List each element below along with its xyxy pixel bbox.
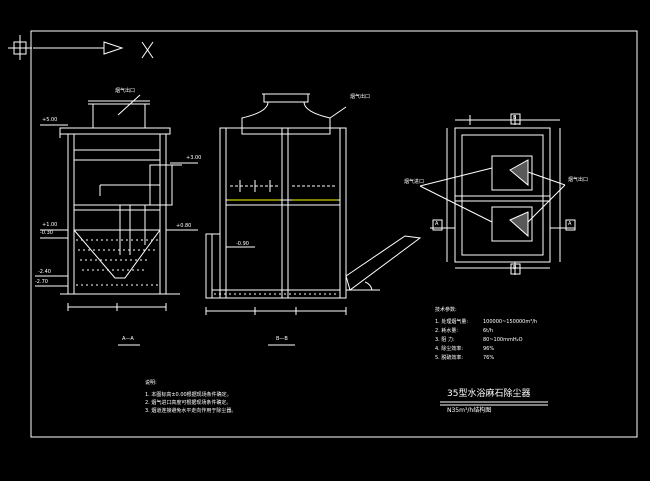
tech-param-label: 4. 除尘效率: [435, 346, 464, 352]
elevation-label: +0.80 [176, 223, 192, 229]
ucs-icon [8, 35, 154, 60]
tech-param-value: 96% [483, 346, 495, 352]
section-aa-title: A—A [122, 336, 134, 342]
elevation-label: -0.90 [236, 241, 249, 247]
drawing-border [30, 30, 638, 438]
drawing-subtitle: N35m³/h结构图 [447, 407, 492, 414]
hopper-fill [76, 239, 158, 286]
flue-outlet-label-aa: 烟气出口 [115, 88, 136, 94]
section-bb [205, 93, 422, 346]
flue-outlet-label-plan: 烟气出口 [568, 177, 589, 183]
note-item: 2. 烟气进口高度可根据现场条件确定。 [145, 400, 232, 406]
cut-mark-a-left: A [435, 221, 439, 227]
plan-view [419, 113, 576, 275]
notes-list: 1. 本图标高±0.00根据现场条件确定。 2. 烟气进口高度可根据现场条件确定。… [145, 391, 236, 415]
tech-param-value: 100000~150000m³/h [483, 319, 538, 325]
tech-param-label: 1. 处理烟气量: [435, 319, 469, 325]
elevation-label: +3.00 [186, 155, 202, 161]
tech-param-value: 6t/h [483, 328, 493, 334]
tech-param-value: 80~100mmH₂O [483, 337, 523, 343]
elevation-label: +1.00 [42, 222, 58, 228]
notes-heading: 说明: [145, 380, 157, 386]
tech-param-label: 3. 阻 力: [435, 337, 455, 343]
elevation-label: +5.00 [42, 117, 58, 123]
elevation-label: -0.30 [40, 230, 53, 236]
drawing-title: 35型水浴麻石除尘器 [447, 389, 531, 399]
elevation-label: -2.40 [38, 269, 51, 275]
cut-mark-b-top: B [513, 115, 517, 121]
tech-param-row: 5. 脱硫效率: 76% [435, 354, 537, 363]
section-aa [35, 94, 198, 346]
flue-outlet-label-bb: 烟气出口 [350, 94, 371, 100]
note-item: 1. 本图标高±0.00根据现场条件确定。 [145, 392, 232, 398]
flue-inlet-label-plan: 烟气进口 [404, 179, 425, 185]
tech-params-heading: 技术参数: [435, 307, 457, 313]
tech-param-row: 4. 除尘效率: 96% [435, 345, 537, 354]
tech-param-value: 76% [483, 355, 495, 361]
tech-param-row: 1. 处理烟气量: 100000~150000m³/h [435, 318, 537, 327]
tech-param-label: 2. 耗水量: [435, 328, 459, 334]
tech-param-row: 2. 耗水量: 6t/h [435, 327, 537, 336]
note-item: 3. 烟道连接避免水平走向作用于除尘器。 [145, 408, 237, 414]
elevation-label: -2.70 [35, 279, 48, 285]
section-bb-title: B—B [276, 336, 288, 342]
tech-params-list: 1. 处理烟气量: 100000~150000m³/h 2. 耗水量: 6t/h 3. … [435, 318, 537, 363]
tech-param-label: 5. 脱硫效率: [435, 355, 464, 361]
tech-param-row: 3. 阻 力: 80~100mmH₂O [435, 336, 537, 345]
cut-mark-b-bottom: B [513, 265, 517, 271]
cut-mark-a-right: A [568, 221, 572, 227]
